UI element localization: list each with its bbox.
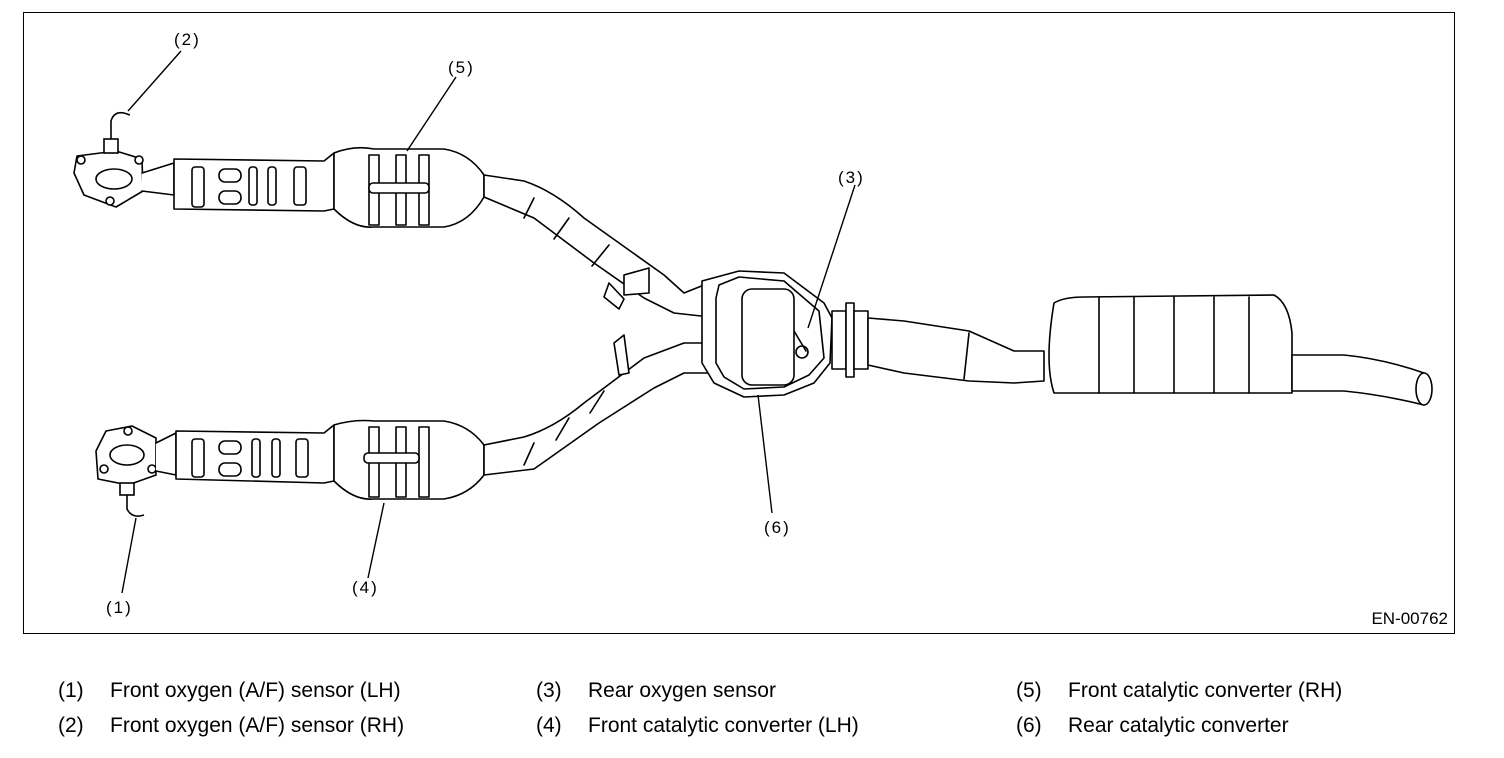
legend-item-5: (5) Front catalytic converter (RH): [1016, 679, 1342, 703]
legend-number: (5): [1016, 679, 1042, 702]
callout-3: (3): [838, 168, 865, 187]
rh-front-pipe: [73, 146, 720, 319]
legend-number: (3): [536, 679, 562, 702]
legend-text: Front oxygen (A/F) sensor (RH): [110, 714, 405, 737]
legend-text: Front catalytic converter (LH): [588, 714, 859, 737]
legend-text: Front catalytic converter (RH): [1068, 679, 1343, 702]
exhaust-system-drawing: (2) (5) (3) (6) (4) (1): [73, 30, 1433, 617]
lh-front-pipe: [95, 334, 715, 500]
legend-item-6: (6) Rear catalytic converter: [1016, 714, 1289, 738]
legend-text: Front oxygen (A/F) sensor (LH): [110, 679, 401, 702]
legend-number: (4): [536, 714, 562, 737]
rear-catalytic-converter: [701, 270, 869, 398]
oxygen-sensors: [103, 111, 145, 517]
callout-4: (4): [352, 578, 379, 597]
callout-2: (2): [174, 30, 201, 49]
rh-front-oxygen-sensor: [103, 138, 119, 154]
legend-item-4: (4) Front catalytic converter (LH): [536, 714, 859, 738]
legend-item-3: (3) Rear oxygen sensor: [536, 679, 776, 703]
callout-6: (6): [764, 518, 791, 537]
lh-front-oxygen-sensor: [119, 482, 135, 496]
legend-text: Rear catalytic converter: [1068, 714, 1289, 737]
legend-number: (1): [58, 679, 84, 702]
legend-text: Rear oxygen sensor: [588, 679, 776, 702]
legend-number: (2): [58, 714, 84, 737]
legend-item-2: (2) Front oxygen (A/F) sensor (RH): [58, 714, 404, 738]
callout-5: (5): [448, 58, 475, 77]
figure-id: EN-00762: [1371, 609, 1448, 628]
callout-1: (1): [106, 598, 133, 617]
center-pipe-and-muffler: [867, 294, 1433, 406]
leader-lines: [121, 50, 856, 594]
legend-number: (6): [1016, 714, 1042, 737]
diagram-frame: (2) (5) (3) (6) (4) (1) EN-00762: [23, 12, 1455, 634]
legend-item-1: (1) Front oxygen (A/F) sensor (LH): [58, 679, 401, 703]
